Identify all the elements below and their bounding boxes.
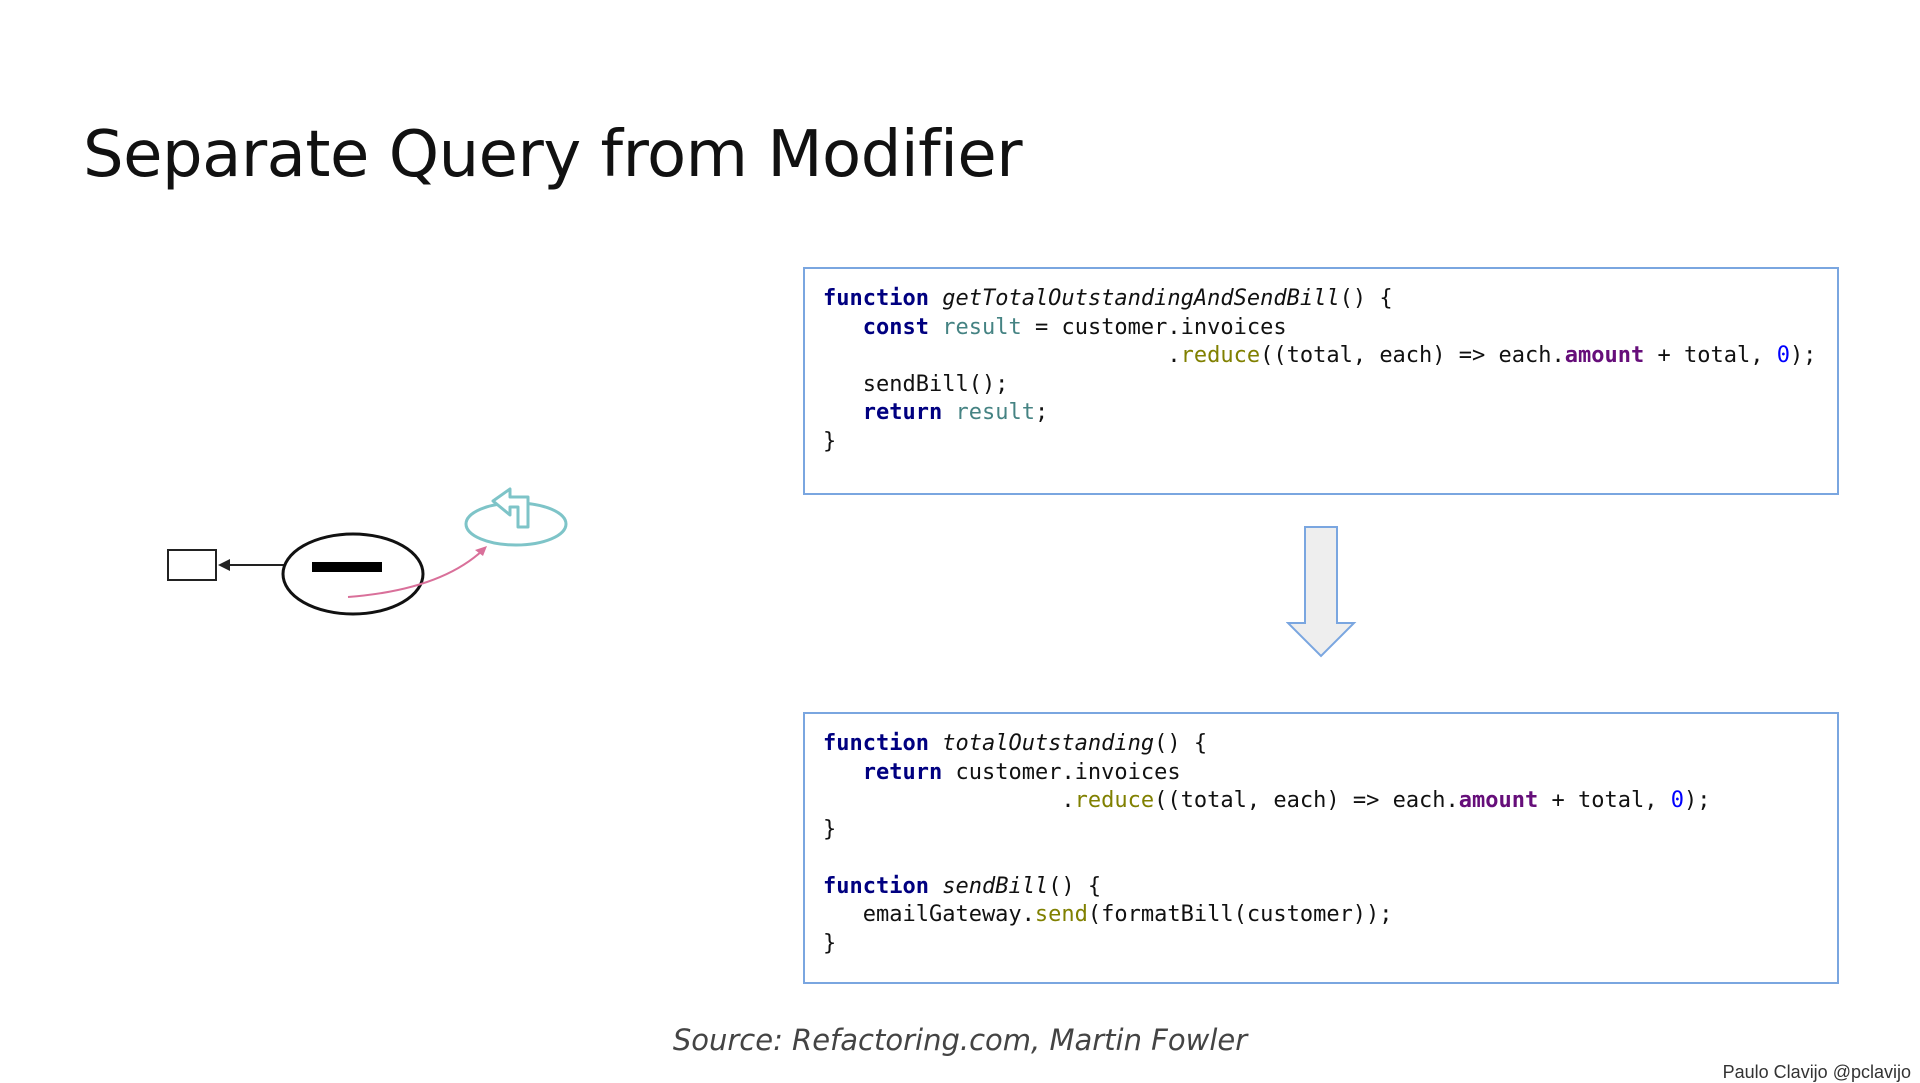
code-text: . bbox=[823, 343, 1181, 368]
code-text: () { bbox=[1154, 731, 1208, 756]
code-text: } bbox=[823, 816, 837, 842]
source-citation: Source: Refactoring.com, Martin Fowler bbox=[672, 1023, 1248, 1057]
code-function-name: totalOutstanding bbox=[942, 731, 1155, 756]
code-function-name: sendBill bbox=[942, 873, 1049, 899]
code-text bbox=[929, 874, 942, 899]
code-text bbox=[929, 731, 942, 756]
code-method: reduce bbox=[1180, 343, 1261, 368]
code-before-lines: function getTotalOutstandingAndSendBill(… bbox=[823, 285, 1837, 456]
code-text: sendBill(); bbox=[823, 371, 1009, 397]
code-text bbox=[929, 286, 942, 311]
code-text: () { bbox=[1048, 873, 1102, 899]
code-number: 0 bbox=[1776, 343, 1790, 368]
code-line: } bbox=[823, 428, 1837, 457]
code-keyword: const bbox=[862, 314, 929, 340]
state-change-icon bbox=[491, 487, 530, 529]
slide-title: Separate Query from Modifier bbox=[83, 118, 1023, 192]
code-line: function getTotalOutstandingAndSendBill(… bbox=[823, 285, 1837, 314]
modifier-curve bbox=[347, 549, 484, 598]
code-method: reduce bbox=[1074, 788, 1155, 813]
state-change-ellipse bbox=[464, 501, 568, 547]
code-keyword: function bbox=[823, 731, 929, 756]
code-text: () { bbox=[1339, 286, 1393, 311]
code-line: } bbox=[823, 816, 1837, 845]
return-arrowhead bbox=[218, 559, 230, 571]
code-text: ((total, each) => each. bbox=[1260, 343, 1565, 368]
result-box bbox=[167, 549, 217, 581]
code-property: amount bbox=[1458, 788, 1539, 813]
code-line: function sendBill() { bbox=[823, 873, 1837, 902]
code-after-lines: function totalOutstanding() { return cus… bbox=[823, 730, 1837, 958]
code-keyword: function bbox=[823, 873, 929, 899]
code-text bbox=[823, 760, 863, 785]
code-text bbox=[929, 315, 942, 340]
code-keyword: function bbox=[823, 286, 929, 311]
code-text: } bbox=[823, 428, 837, 454]
function-ellipse bbox=[281, 532, 425, 616]
code-line: sendBill(); bbox=[823, 371, 1837, 400]
code-line bbox=[823, 844, 1837, 873]
code-line: emailGateway.send(formatBill(customer)); bbox=[823, 901, 1837, 930]
code-text bbox=[942, 400, 955, 425]
query-bar bbox=[312, 562, 382, 572]
code-line: .reduce((total, each) => each.amount + t… bbox=[823, 342, 1837, 371]
code-text: + total, bbox=[1538, 788, 1671, 813]
code-text: ); bbox=[1683, 788, 1711, 813]
code-text: + total, bbox=[1644, 343, 1777, 368]
code-after: function totalOutstanding() { return cus… bbox=[803, 712, 1839, 984]
code-keyword: return bbox=[862, 759, 943, 785]
code-text: customer.invoices bbox=[942, 759, 1181, 785]
code-line: return result; bbox=[823, 399, 1837, 428]
code-text: emailGateway. bbox=[823, 902, 1035, 927]
author-credit: Paulo Clavijo @pclavijo bbox=[1722, 1062, 1911, 1082]
code-line: function totalOutstanding() { bbox=[823, 730, 1837, 759]
query-modifier-diagram bbox=[167, 487, 568, 616]
code-text: (formatBill(customer)); bbox=[1087, 902, 1393, 927]
code-line: } bbox=[823, 930, 1837, 959]
code-text: ); bbox=[1789, 343, 1817, 368]
code-number: 0 bbox=[1670, 788, 1684, 813]
code-variable: result bbox=[955, 400, 1035, 425]
code-line: return customer.invoices bbox=[823, 759, 1837, 788]
code-keyword: return bbox=[862, 400, 943, 425]
code-before: function getTotalOutstandingAndSendBill(… bbox=[803, 267, 1839, 495]
code-variable: result bbox=[942, 314, 1022, 340]
code-function-name: getTotalOutstandingAndSendBill bbox=[942, 286, 1340, 311]
code-text bbox=[823, 400, 863, 425]
code-text: . bbox=[823, 788, 1075, 813]
code-text: ; bbox=[1034, 400, 1049, 425]
code-text: ((total, each) => each. bbox=[1154, 788, 1459, 813]
code-text bbox=[823, 315, 863, 340]
modifier-arrowhead bbox=[475, 546, 487, 556]
code-text: } bbox=[823, 930, 837, 956]
code-line: const result = customer.invoices bbox=[823, 314, 1837, 343]
code-method: send bbox=[1034, 902, 1088, 927]
code-text: = customer.invoices bbox=[1021, 314, 1287, 340]
code-line: .reduce((total, each) => each.amount + t… bbox=[823, 787, 1837, 816]
down-arrow-icon bbox=[1286, 526, 1357, 658]
code-property: amount bbox=[1564, 343, 1645, 368]
